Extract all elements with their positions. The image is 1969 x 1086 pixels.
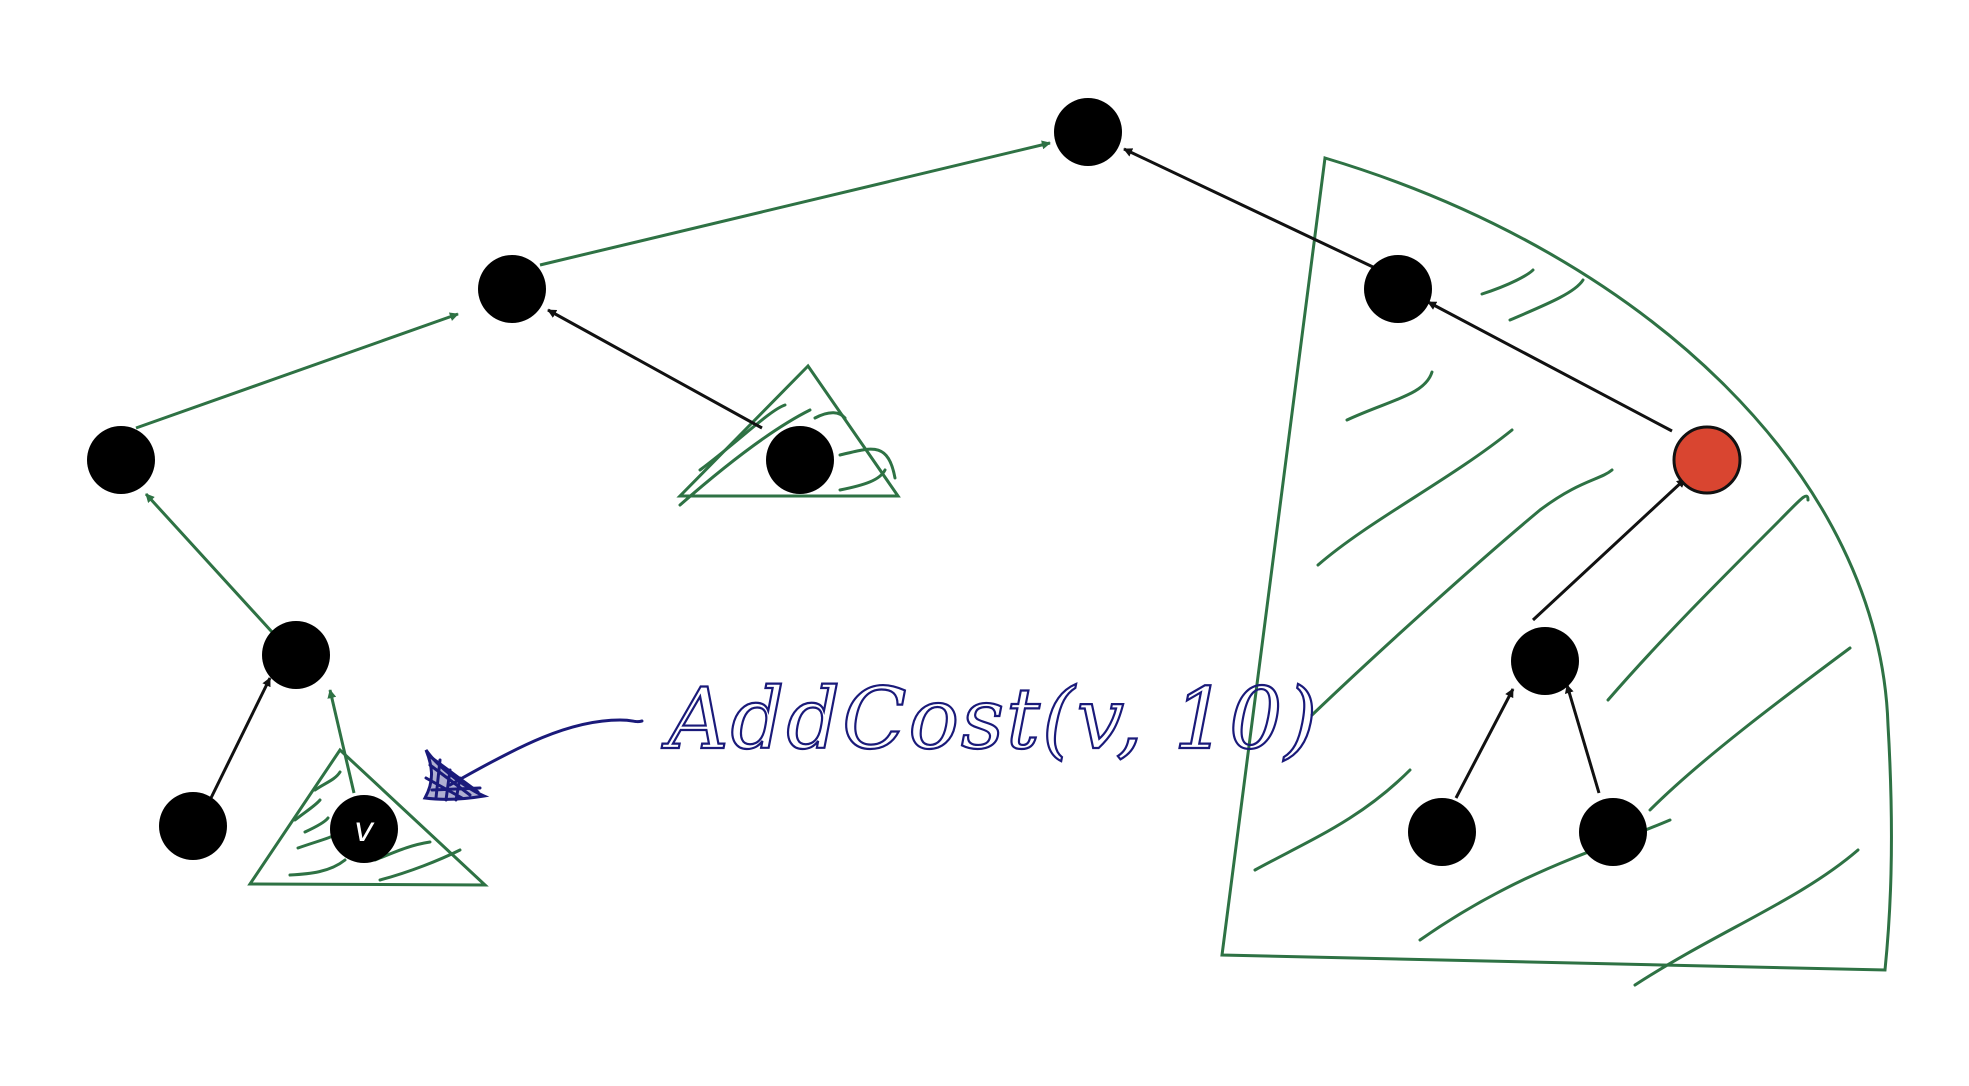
- annotation: AddCost(v, 10): [422, 669, 1319, 802]
- tree-node: [262, 621, 330, 689]
- tree-node: [478, 255, 546, 323]
- black-edge: [1454, 688, 1515, 799]
- sector-hatching: [1253, 268, 1860, 987]
- tree-node: [766, 426, 834, 494]
- triangle-outline: [247, 747, 489, 887]
- hatched-subtree-region: [1220, 156, 1893, 987]
- black-edge: [208, 677, 272, 801]
- edges: [135, 140, 1687, 801]
- tree-node: [159, 792, 227, 860]
- triangle-outline: [676, 363, 901, 498]
- tree-node-v: v: [330, 795, 398, 863]
- tree-node: [1579, 798, 1647, 866]
- tree-node: [1511, 627, 1579, 695]
- green-edge: [144, 492, 274, 634]
- triangle-hatching: [678, 403, 897, 507]
- annotation-pointer-line: [448, 718, 644, 787]
- tree-node: [87, 426, 155, 494]
- black-edge: [547, 308, 763, 430]
- black-edge: [1531, 477, 1687, 622]
- tree-node-highlighted: [1672, 425, 1742, 495]
- operation-label: AddCost(v, 10): [661, 670, 1319, 768]
- tree-node-root: [1054, 98, 1122, 166]
- tree-node: [1408, 798, 1476, 866]
- nodes: v: [87, 98, 1742, 866]
- black-edge: [1427, 300, 1673, 433]
- black-edge: [1564, 684, 1601, 794]
- sector-outline: [1220, 156, 1893, 972]
- black-edge: [1123, 147, 1374, 269]
- triangle-hatching: [288, 770, 462, 882]
- annotation-arrowhead-scribble: [422, 749, 490, 802]
- tree-node: [1364, 255, 1432, 323]
- hatched-triangle-middle: [676, 363, 901, 507]
- green-edge: [327, 689, 356, 794]
- green-edge: [135, 312, 459, 430]
- node-v-label: v: [354, 810, 375, 850]
- node-v-circle: [330, 795, 398, 863]
- hatched-triangle-v: [247, 747, 489, 887]
- green-edge: [539, 140, 1051, 267]
